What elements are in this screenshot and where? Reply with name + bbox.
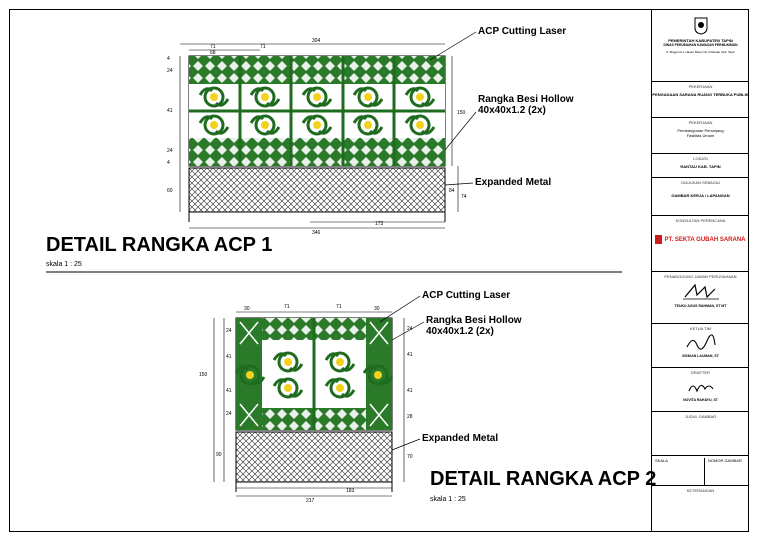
dim2-right-2: 41 — [407, 352, 413, 358]
dim1-bottom-total: 346 — [312, 230, 321, 236]
dim1-top-b: 71 — [260, 44, 266, 50]
dim2-left-total: 150 — [199, 372, 208, 378]
dim1-left-0: 4 — [167, 56, 170, 62]
agency-name-2: DINAS PERUMAHAN KAWASAN PERMUKIMAN — [663, 43, 738, 47]
dim1-left-9: 60 — [167, 188, 173, 194]
konsultan-logo-icon — [655, 235, 663, 244]
value-pekerjaan: PENGADAAN SARANA RUANG TERBUKA PUBLIK — [652, 92, 749, 97]
label-ketua: KETUA TIM — [689, 326, 712, 331]
drawing-frame — [9, 9, 749, 532]
agency-address: Jl. Brigjend H. Hasan Basry No.3 Rantau … — [665, 50, 736, 54]
dim1-top-total: 304 — [312, 38, 321, 44]
expanded-metal-2 — [235, 431, 393, 483]
dim1-bottom-inner: 173 — [375, 221, 384, 227]
callout-frame-1-line1: Rangka Besi Hollow — [478, 94, 574, 105]
konsultan-logo: PT. SEKTA GUBAH SARANA — [652, 235, 749, 244]
callout-frame-1: Rangka Besi Hollow 40x40x1.2 (2x) — [478, 94, 574, 116]
dim1-left-4: 41 — [167, 108, 173, 114]
name-pj: TEUKU AGUS RAHMAN, ST MT — [674, 304, 727, 308]
expanded-metal-1 — [188, 167, 446, 213]
row-pekerjaan: PEKERJAAN PENGADAAN SARANA RUANG TERBUKA… — [652, 81, 749, 117]
label-skala: SKALA — [655, 458, 668, 463]
dim2-right-3: 41 — [407, 388, 413, 394]
callout-acp-2: ACP Cutting Laser — [422, 290, 511, 301]
regency-emblem-icon — [694, 17, 707, 35]
dim2-left-3: 41 — [226, 354, 232, 360]
label-keterangan: KETERANGAN — [686, 488, 715, 493]
dim2-right-0: 24 — [407, 326, 413, 332]
callout-acp-1: ACP Cutting Laser — [478, 26, 567, 37]
value-lokasi: RANTAU KAB. TAPIN — [680, 164, 721, 169]
signature-drafter-icon — [687, 384, 713, 393]
row-keterangan: KETERANGAN — [652, 485, 749, 531]
label-pj: PENANGGUNG JAWAB PERUSAHAAN — [664, 274, 737, 279]
dim2-bottom-total: 217 — [306, 498, 315, 504]
dim2-right-7: 70 — [407, 454, 413, 460]
row-lokasi: LOKASI RANTAU KAB. TAPIN — [652, 153, 749, 177]
callout-frame-2-line1: Rangka Besi Hollow — [426, 315, 522, 326]
drawing-1-scale: skala 1 : 25 — [46, 261, 82, 268]
label-kegiatan: PEKERJAAN — [688, 120, 713, 125]
dim1-top-a: 71 — [210, 44, 216, 50]
dim2-top-1: 71 — [284, 304, 290, 310]
drawing-1-svg: 304 71 71 68 150 84 74 346 173 4 24 41 2… — [46, 31, 622, 504]
label-lokasi: LOKASI — [693, 156, 708, 161]
callout-metal-1: Expanded Metal — [475, 177, 552, 188]
label-judul: JUDUL GAMBAR — [684, 414, 717, 419]
dim2-top-0: 30 — [244, 306, 250, 312]
row-konsultan: KONSULTAN PERENCANA PT. SEKTA GUBAH SARA… — [652, 215, 749, 271]
name-ketua: SISKIAN LAUMAN, ST — [682, 354, 719, 358]
dim1-right-mid: 84 — [449, 188, 455, 194]
dim2-left-1: 24 — [226, 328, 232, 334]
dim2-left-6: 24 — [226, 411, 232, 417]
agency-header: PEMERINTAH KABUPATEN TAPIN DINAS PERUMAH… — [652, 9, 749, 81]
row-diajukan: DIAJUKAN SEBAGAI GAMBAR KERJA / LAPANGAN — [652, 177, 749, 215]
label-nomor: NOMOR GAMBAR — [704, 458, 742, 485]
acp-panel-2 — [234, 317, 394, 431]
drawing-1-title: DETAIL RANGKA ACP 1 — [46, 234, 273, 256]
dim2-top-3: 30 — [374, 306, 380, 312]
label-konsultan: KONSULTAN PERENCANA — [675, 218, 726, 223]
callout-frame-2-line2: 40x40x1.2 (2x) — [426, 326, 494, 337]
value-diajukan: GAMBAR KERJA / LAPANGAN — [671, 193, 730, 198]
dim2-left-4: 41 — [226, 388, 232, 394]
callout-metal-2: Expanded Metal — [422, 433, 499, 444]
title-block: PEMERINTAH KABUPATEN TAPIN DINAS PERUMAH… — [651, 9, 749, 532]
name-drafter: NOVITA RAHAYU, ST — [683, 398, 718, 402]
dim1-right-low: 74 — [461, 194, 467, 200]
dim2-right-5: 28 — [407, 414, 413, 420]
row-pj: PENANGGUNG JAWAB PERUSAHAAN TEUKU AGUS R… — [652, 271, 749, 323]
dim1-left-6: 24 — [167, 148, 173, 154]
dim1-left-8: 4 — [167, 160, 170, 166]
label-diajukan: DIAJUKAN SEBAGAI — [681, 180, 720, 185]
label-pekerjaan: PEKERJAAN — [688, 84, 713, 89]
signature-ketua-icon — [686, 334, 716, 350]
konsultan-name: PT. SEKTA GUBAH SARANA — [664, 236, 746, 243]
row-kegiatan: PEKERJAAN Pembangunan Penunjang Fasilita… — [652, 117, 749, 153]
callout-frame-1-line2: 40x40x1.2 (2x) — [478, 105, 546, 116]
row-judul: JUDUL GAMBAR — [652, 411, 749, 455]
dim1-right-h: 150 — [457, 110, 466, 116]
value-kegiatan-1: Pembangunan Penunjang — [677, 128, 724, 133]
row-skala-nomor: SKALA NOMOR GAMBAR — [652, 455, 749, 485]
row-drafter: DRAFTER NOVITA RAHAYU, ST — [652, 367, 749, 411]
callout-frame-2: Rangka Besi Hollow 40x40x1.2 (2x) — [426, 315, 522, 337]
row-ketua: KETUA TIM SISKIAN LAUMAN, ST — [652, 323, 749, 367]
drawing-2-scale: skala 1 : 25 — [430, 496, 466, 503]
dim1-top-c: 68 — [210, 50, 216, 56]
dim1-left-2: 24 — [167, 68, 173, 74]
label-drafter: DRAFTER — [691, 370, 710, 375]
value-kegiatan-2: Fasilitas Umum — [686, 133, 715, 138]
acp-panel-1 — [188, 55, 446, 167]
agency-name-1: PEMERINTAH KABUPATEN TAPIN — [668, 38, 733, 43]
dim2-bottom-inner: 183 — [346, 488, 355, 494]
dim2-left-8: 90 — [216, 452, 222, 458]
signature-pj-icon — [682, 283, 719, 300]
drawing-2-title: DETAIL RANGKA ACP 2 — [430, 468, 657, 490]
dim2-top-2: 71 — [336, 304, 342, 310]
